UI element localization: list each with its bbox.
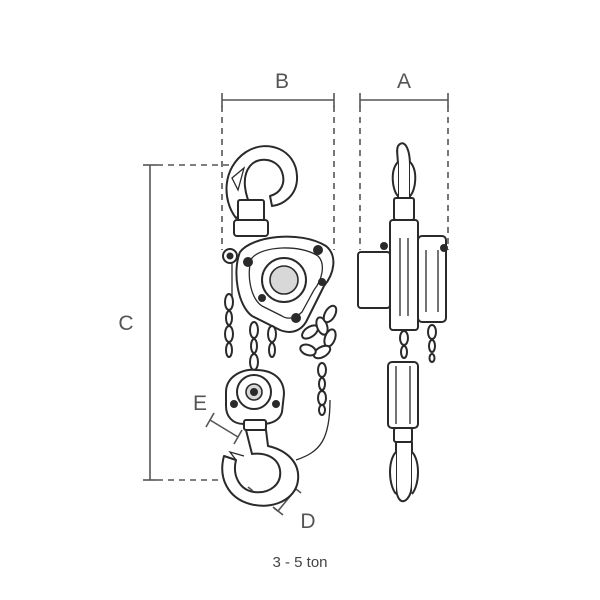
- bottom-block: [225, 368, 285, 431]
- side-chain: [399, 324, 437, 363]
- load-chain: [224, 262, 277, 371]
- dimension-b: B: [221, 70, 335, 250]
- side-hoist-body: [357, 219, 448, 331]
- hand-chain: [295, 304, 338, 461]
- dimension-a: A: [359, 70, 449, 250]
- side-bottom-block: [387, 361, 419, 443]
- capacity-caption: 3 - 5 ton: [272, 554, 327, 571]
- dimension-e: E: [193, 392, 243, 445]
- top-hook: [225, 145, 299, 237]
- side-view: [357, 142, 448, 503]
- dimension-b-label: B: [275, 70, 289, 93]
- side-top-hook: [391, 142, 417, 221]
- dimension-d-label: D: [300, 510, 315, 533]
- hoist-body: [222, 235, 335, 333]
- front-view: [221, 145, 338, 507]
- dimension-a-label: A: [397, 70, 411, 93]
- side-bottom-hook: [389, 441, 419, 503]
- bottom-hook: [221, 429, 300, 507]
- dimension-c-label: C: [118, 312, 133, 335]
- dimension-c: C: [118, 164, 238, 481]
- dimension-e-label: E: [193, 392, 207, 415]
